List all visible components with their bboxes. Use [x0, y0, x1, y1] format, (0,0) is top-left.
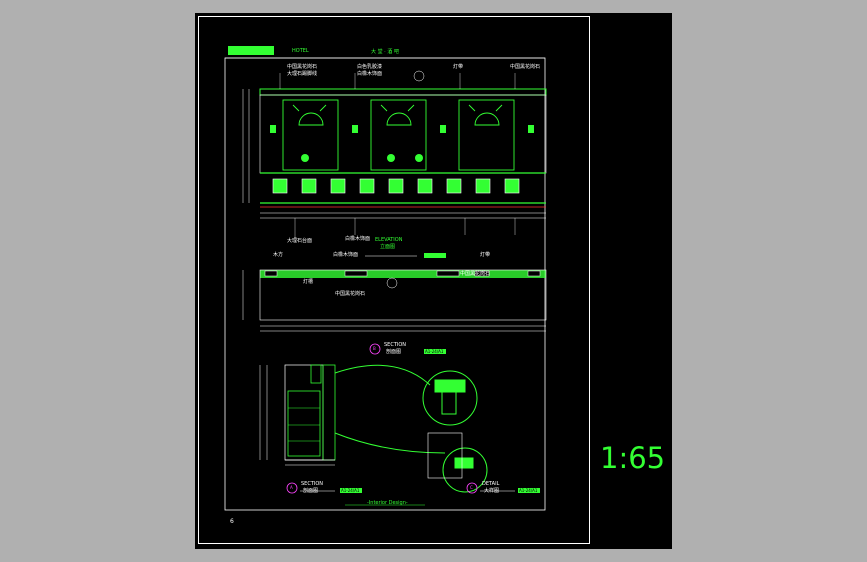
plan-drawing — [242, 269, 547, 332]
section-top-sub: 剖面图 — [386, 349, 402, 355]
plan-note-4: 灯槽 — [303, 279, 314, 285]
elev-note-2: 大理石踢脚线 — [287, 71, 318, 77]
plan-note-3: 白橡木饰面 — [333, 252, 359, 258]
elev-note-1: 中国黑花岗石 — [287, 64, 318, 70]
section-left-drawing — [259, 364, 336, 466]
plan-note-2: 中国黑花岗石 — [460, 271, 491, 277]
section-top-ref: A1-24/A1 — [425, 349, 444, 354]
scale-label: 1:65 — [600, 441, 666, 475]
page-number: 6 — [230, 518, 234, 525]
header-brand: HOTEL — [292, 48, 309, 54]
drawing-sheet: HOTEL 大 堂 · 酒 吧 中国黑花岗石 大理石踢脚线 白色乳胶漆 白橡木饰… — [195, 13, 672, 549]
elevation-ref: A1-24/A1 — [424, 242, 443, 247]
plan-note-1: 中国黑花岗石 — [335, 291, 366, 297]
section-left-mark: A — [290, 485, 293, 490]
elev-note-3: 白色乳胶漆 — [357, 64, 383, 70]
cad-drawing — [224, 46, 547, 511]
section-left-label: SECTION — [301, 481, 324, 487]
elevation-drawing — [242, 70, 547, 238]
section-left-ref: A1-24/A1 — [341, 488, 360, 493]
elev-note-4: 白橡木饰面 — [357, 71, 383, 77]
footer-text: -Interior Design- — [367, 500, 408, 506]
detail-ref: A1-24/A1 — [519, 488, 538, 493]
elev-note-8: 白橡木饰面 — [345, 236, 371, 242]
elevation-sub: 立面图 — [380, 244, 396, 250]
elev-note-7: 大理石台面 — [287, 238, 313, 244]
section-top-mark: B — [373, 346, 376, 351]
detail-label: DETAIL — [482, 481, 500, 487]
section-top-label: SECTION — [384, 342, 407, 348]
plan-note-6: 灯带 — [480, 252, 491, 258]
elev-note-6: 中国黑花岗石 — [510, 64, 541, 70]
plan-note-5: 木方 — [273, 252, 284, 258]
title-block — [228, 46, 274, 55]
detail-mark: C — [470, 485, 473, 490]
header-title: 大 堂 · 酒 吧 — [371, 49, 399, 55]
elevation-label: ELEVATION — [375, 237, 403, 243]
detail-drawing — [334, 364, 488, 493]
sheet-border — [198, 16, 590, 544]
detail-sub: 大样图 — [484, 488, 500, 494]
elev-note-5: 灯带 — [453, 64, 464, 70]
section-left-sub: 剖面图 — [303, 488, 319, 494]
